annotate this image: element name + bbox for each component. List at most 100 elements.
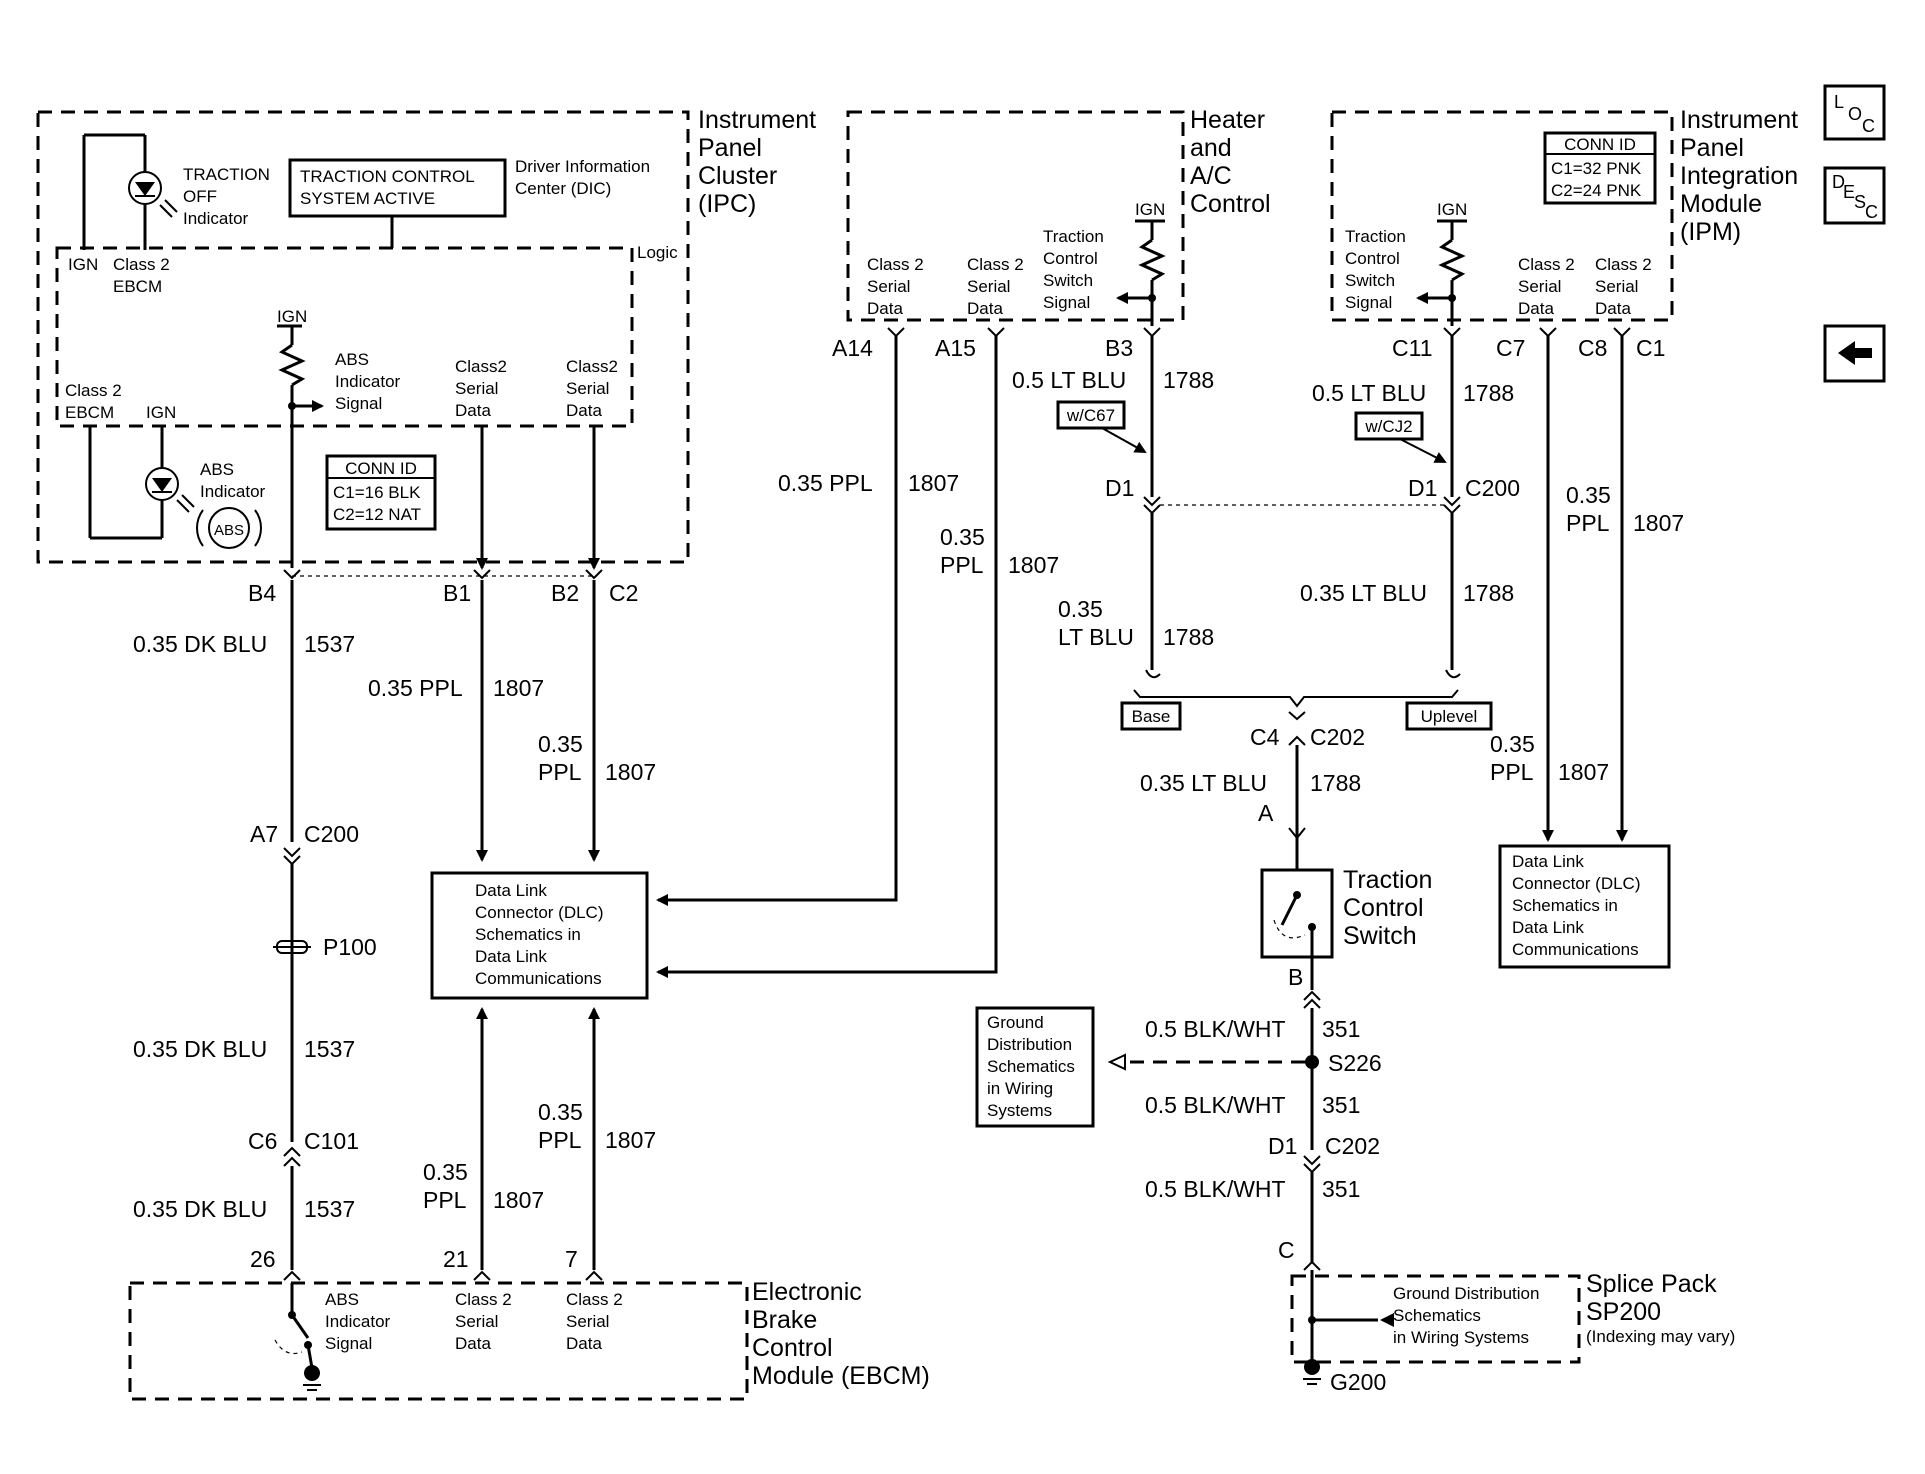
wire-d1b-num: 1788 (1463, 580, 1514, 606)
splice-inner-2: Schematics (1393, 1306, 1481, 1325)
splice-s226: S226 (1328, 1050, 1382, 1076)
ground-dist-3: Schematics (987, 1057, 1075, 1076)
ground-dist-5: Systems (987, 1101, 1052, 1120)
dlc-right-box[interactable]: Data Link Connector (DLC) Schematics in … (1498, 844, 1671, 969)
abs-signal-1: ABS (335, 350, 369, 369)
abs-lamp-icon (88, 426, 195, 540)
pin-a: A (1258, 800, 1274, 826)
pin-c7: C7 (1496, 335, 1525, 361)
ground-dist-1: Ground (987, 1013, 1044, 1032)
ebcm-class2-a-3: Data (455, 1334, 491, 1353)
abs-ign-label: IGN (277, 307, 307, 326)
dlc-right-5: Communications (1512, 940, 1639, 959)
wire-1537-color-1: 0.35 DK BLU (133, 631, 267, 657)
loc-o: O (1848, 104, 1862, 124)
wire-c2-gauge: 0.35 (538, 731, 583, 757)
ipc-class2-b-1: Class2 (566, 357, 618, 376)
wire-a15-color: PPL (940, 552, 984, 578)
ipm-class2-a-1: Class 2 (1518, 255, 1575, 274)
ipm-title-1: Instrument (1680, 106, 1798, 134)
abs-lamp-ign: IGN (146, 403, 176, 422)
abs-switch-icon (274, 1283, 321, 1391)
pin-c6: C6 (248, 1128, 277, 1154)
ipc-conn-id-c1: C1=16 BLK (333, 483, 421, 502)
dlc-left-box[interactable]: Data Link Connector (DLC) Schematics in … (430, 871, 649, 1000)
resistor-icon (278, 343, 306, 387)
ipc-conn-id-c2: C2=12 NAT (333, 505, 421, 524)
tcs-switch-label-2: Control (1343, 894, 1424, 922)
class2-ebcm-label-1: Class 2 (113, 255, 170, 274)
wire-351-num-1: 351 (1322, 1016, 1360, 1042)
dlc-right-4: Data Link (1512, 918, 1584, 937)
class2-ebcm-label-2: EBCM (113, 277, 162, 296)
ipc-class2-a-1: Class2 (455, 357, 507, 376)
ground-g200: G200 (1330, 1369, 1386, 1395)
wire-a15-gauge: 0.35 (940, 524, 985, 550)
hvac-tcs-signal-2: Control (1043, 249, 1098, 268)
pin-c11: C11 (1392, 335, 1433, 361)
ipm-conn-id-c1: C1=32 PNK (1551, 159, 1642, 178)
splice-title-1: Splice Pack (1586, 1270, 1717, 1298)
ipc-class2-a-2: Serial (455, 379, 498, 398)
dic-label-2: Center (DIC) (515, 179, 611, 198)
tcs-active-line-2: SYSTEM ACTIVE (300, 189, 435, 208)
ipm-tcs-signal-1: Traction (1345, 227, 1406, 246)
ipc-class2-b-2: Serial (566, 379, 609, 398)
hvac-class2-a-1: Class 2 (867, 255, 924, 274)
option-base-box (1120, 701, 1182, 731)
back-arrow-icon[interactable] (1823, 324, 1886, 383)
ground-distribution-box[interactable]: Ground Distribution Schematics in Wiring… (975, 1006, 1095, 1128)
description-icon[interactable]: D E S C (1823, 166, 1886, 225)
option-uplevel: Uplevel (1421, 707, 1478, 726)
ipc-title-1: Instrument (698, 106, 816, 134)
location-icon[interactable]: L O C (1823, 84, 1886, 141)
hvac-title-2: and (1190, 134, 1232, 162)
ipc-title-4: (IPC) (698, 190, 756, 218)
dlc-left-3: Schematics in (475, 925, 581, 944)
dlc-right-2: Connector (DLC) (1512, 874, 1641, 893)
hvac-title-1: Heater (1190, 106, 1265, 134)
pin-c4: C4 (1250, 724, 1280, 750)
hvac-class2-a-2: Serial (867, 277, 910, 296)
wire-351-num-2: 351 (1322, 1092, 1360, 1118)
dlc-left-5: Communications (475, 969, 602, 988)
pin-26: 26 (250, 1246, 276, 1272)
ebcm-class2-b-3: Data (566, 1334, 602, 1353)
desc-e: E (1843, 182, 1855, 202)
ipc-title-2: Panel (698, 134, 762, 162)
pin-b1: B1 (443, 580, 471, 606)
ebcm-title-1: Electronic (752, 1278, 862, 1306)
wire-c7-num: 1807 (1558, 759, 1609, 785)
loc-c: C (1862, 116, 1875, 136)
traction-off-lamp-icon (82, 133, 178, 250)
ipm-conn-id-title: CONN ID (1564, 135, 1636, 154)
pin-a15: A15 (935, 335, 976, 361)
option-base: Base (1132, 707, 1171, 726)
traction-off-label-1: TRACTION (183, 165, 270, 184)
pin-b3: B3 (1105, 335, 1133, 361)
wire-c2-num: 1807 (605, 759, 656, 785)
ipc-outline (36, 110, 690, 564)
ebcm-class2-a-1: Class 2 (455, 1290, 512, 1309)
p100-connector-icon (273, 940, 311, 954)
wire-21-color: PPL (423, 1187, 467, 1213)
hvac-resistor-icon (1138, 238, 1166, 282)
abs-signal-2: Indicator (335, 372, 401, 391)
wire-c8-num: 1807 (1633, 510, 1684, 536)
hvac-ign: IGN (1135, 200, 1165, 219)
wire-351-color-2: 0.5 BLK/WHT (1145, 1092, 1286, 1118)
ebcm-abs-signal-2: Indicator (325, 1312, 391, 1331)
wire-1537-num-2: 1537 (304, 1036, 355, 1062)
ipm-tcs-signal-2: Control (1345, 249, 1400, 268)
splice-note: (Indexing may vary) (1586, 1327, 1735, 1346)
option-c67: w/C67 (1066, 406, 1115, 425)
ebcm-abs-signal-1: ABS (325, 1290, 359, 1309)
option-bracket (1133, 689, 1459, 708)
traction-control-switch[interactable] (1260, 868, 1334, 959)
wire-1537-num-1: 1537 (304, 631, 355, 657)
hvac-class2-b-3: Data (967, 299, 1003, 318)
ipc-title-3: Cluster (698, 162, 777, 190)
ebcm-title-2: Brake (752, 1306, 817, 1334)
wire-21-gauge: 0.35 (423, 1159, 468, 1185)
wire-351-color-3: 0.5 BLK/WHT (1145, 1176, 1286, 1202)
